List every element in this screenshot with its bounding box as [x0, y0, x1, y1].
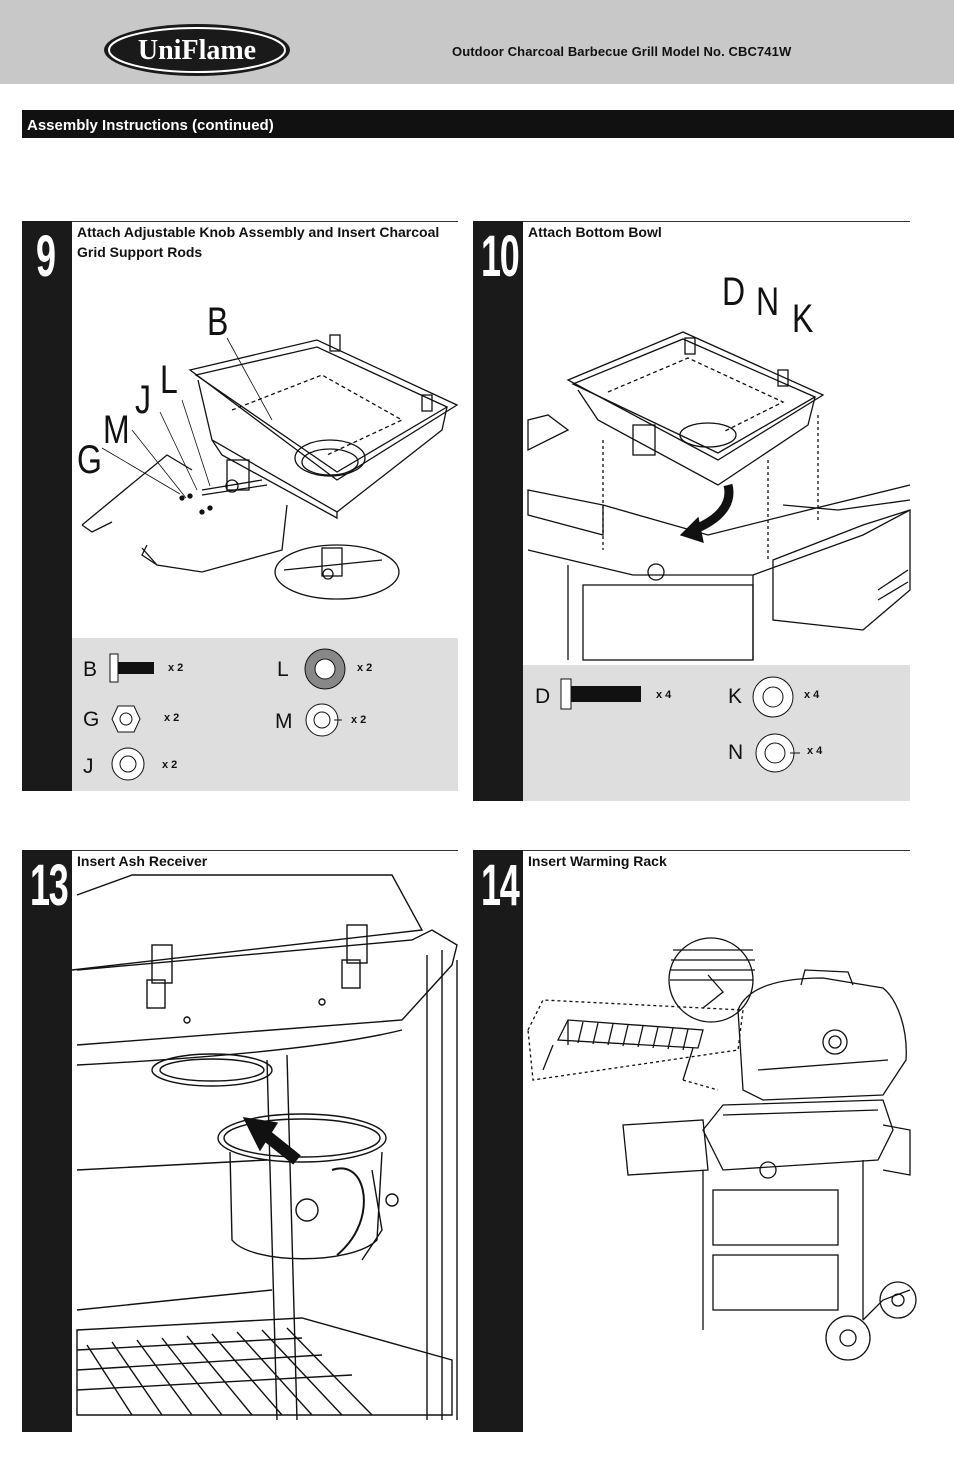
part-j-qty: x 2 [162, 759, 178, 771]
uniflame-logo: UniFlame [104, 24, 290, 76]
step-9-callout-m: M [103, 408, 130, 452]
step-13-rule [72, 850, 458, 851]
step-9-callout-b: B [207, 300, 229, 344]
step-14-number: 14 [481, 853, 520, 918]
part-n-letter: N [728, 741, 744, 764]
step-10-illustration [527, 331, 911, 661]
part-m-letter: M [275, 710, 293, 733]
part-d-qty: x 4 [656, 689, 672, 701]
step-9-title: Attach Adjustable Knob Assembly and Inse… [77, 224, 440, 260]
washer-icon [304, 648, 346, 690]
part-d-letter: D [535, 685, 551, 708]
step-10-parts-panel: D x 4 K x 4 N x 4 [523, 665, 910, 801]
step-9-parts-panel: B x 2 L x 2 G x 2 M x 2 J x 2 [72, 638, 458, 791]
step-9-number: 9 [36, 224, 56, 289]
section-title-bar: Assembly Instructions (continued) [22, 110, 954, 138]
step-13-number-column: 13 [22, 850, 72, 1432]
step-14-illustration [527, 937, 917, 1361]
step-10-rule [523, 221, 910, 222]
part-l-letter: L [277, 658, 289, 681]
document-title: Outdoor Charcoal Barbecue Grill Model No… [452, 44, 792, 59]
step-10-callout-d: D [722, 270, 746, 314]
part-b-qty: x 2 [168, 662, 184, 674]
step-14-rule [523, 850, 910, 851]
part-j-letter: J [83, 755, 94, 778]
part-g-letter: G [83, 708, 100, 731]
bolt-icon [109, 653, 154, 683]
step-10-number: 10 [481, 224, 520, 289]
nut-icon [111, 705, 141, 733]
page-header: UniFlame Outdoor Charcoal Barbecue Grill… [0, 0, 954, 84]
step-9-number-column: 9 [22, 221, 72, 791]
part-l-qty: x 2 [357, 662, 373, 674]
step-10-number-column: 10 [473, 221, 523, 801]
part-b-letter: B [83, 658, 98, 681]
flat-washer-icon [752, 676, 794, 718]
svg-text:UniFlame: UniFlame [138, 35, 256, 66]
step-13-illustration [71, 874, 458, 1421]
lock-washer-icon [755, 733, 800, 773]
step-13-number: 13 [30, 853, 69, 918]
section-title: Assembly Instructions (continued) [27, 117, 274, 134]
step-9-callout-l: L [160, 358, 178, 402]
step-9-callout-j: J [135, 378, 151, 422]
part-k-letter: K [728, 685, 743, 708]
step-14-title: Insert Warming Rack [528, 853, 667, 869]
part-m-qty: x 2 [351, 714, 367, 726]
step-9-callout-g: G [77, 438, 102, 482]
step-9-rule [72, 221, 458, 222]
step-10-title: Attach Bottom Bowl [528, 224, 662, 240]
step-10-callout-n: N [756, 280, 780, 324]
step-13-title: Insert Ash Receiver [77, 853, 208, 869]
step-14-number-column: 14 [473, 850, 523, 1432]
flat-washer-icon [111, 747, 145, 781]
bolt-icon [560, 678, 641, 710]
part-n-qty: x 4 [807, 745, 823, 757]
part-k-qty: x 4 [804, 689, 820, 701]
part-g-qty: x 2 [164, 712, 180, 724]
step-9-illustration [81, 334, 459, 600]
step-10-callout-k: K [792, 297, 814, 341]
lock-washer-icon [305, 703, 342, 737]
